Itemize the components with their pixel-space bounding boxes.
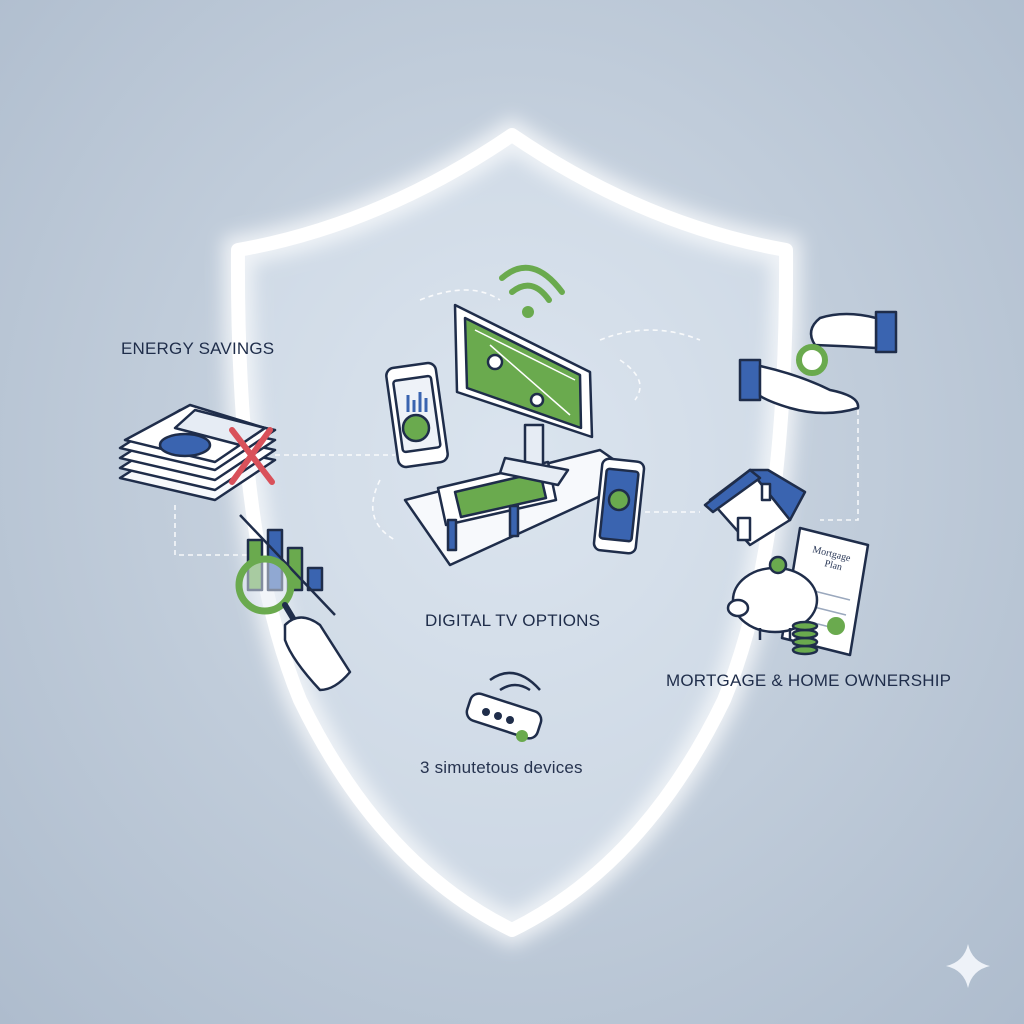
- computer-monitor-icon: [403, 303, 642, 567]
- sparkle-icon: [946, 944, 990, 988]
- piggy-bank-icon: [726, 555, 819, 656]
- house-icon: [703, 468, 807, 547]
- hands-coin-icon: [738, 310, 898, 415]
- wifi-icon: [499, 264, 565, 318]
- money-stack-icon: [118, 403, 277, 502]
- document-title-line2: Plan: [823, 558, 843, 573]
- phone-icon: [592, 457, 646, 555]
- mortgage-home-ownership-label: MORTGAGE & HOME OWNERSHIP: [666, 671, 952, 690]
- energy-savings-label: ENERGY SAVINGS: [121, 339, 275, 358]
- simultaneous-devices-label: 3 simutetous devices: [420, 758, 583, 777]
- tablet-chart-icon: [385, 361, 449, 469]
- dashed-connectors: [174, 289, 859, 556]
- digital-tv-options-label: DIGITAL TV OPTIONS: [425, 611, 601, 630]
- magnifier-chart-icon: [235, 514, 352, 692]
- remote-control-icon: [465, 671, 543, 742]
